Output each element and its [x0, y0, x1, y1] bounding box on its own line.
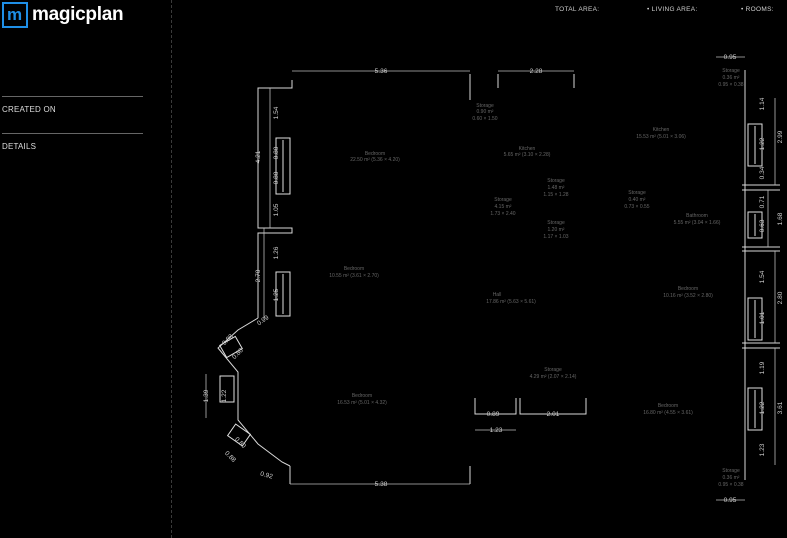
- room-labels[interactable]: Bedroom 22.50 m² (5.36 × 4.20) Storage 0…: [329, 68, 744, 488]
- dim-left-total-upper: 4.21: [255, 150, 262, 163]
- logo-letter: m: [7, 5, 23, 24]
- room-name: Kitchen: [653, 127, 670, 133]
- dim-left-total-lower: 2.70: [255, 269, 262, 282]
- dim-left-2: 0.80: [273, 146, 280, 159]
- dim-stair-b: 1.23: [490, 427, 503, 434]
- room-name: Storage: [722, 468, 740, 474]
- room-name: Bathroom: [686, 213, 708, 219]
- dim-right-1: 1.14: [759, 97, 766, 110]
- room-area: 22.50 m² (5.36 × 4.20): [350, 157, 400, 163]
- dim-bay-total: 1.39: [203, 389, 210, 402]
- dim-right-total-2: 1.68: [777, 212, 784, 225]
- room-area: 15.53 m² (5.01 × 3.06): [636, 134, 686, 140]
- dim-right-2: 1.22: [759, 137, 766, 150]
- dim-top-right: 0.95: [724, 54, 737, 61]
- room-dims: 0.60 × 1.50: [472, 116, 497, 122]
- windows: [219, 123, 763, 447]
- dim-right-7: 1.01: [759, 311, 766, 324]
- dim-right-8: 1.19: [759, 361, 766, 374]
- room-dims: 1.17 × 1.03: [543, 234, 568, 240]
- room-name: Storage: [494, 197, 512, 203]
- dim-left-6: 1.25: [273, 288, 280, 301]
- room-area: 4.29 m² (2.07 × 2.14): [530, 374, 577, 380]
- dim-right-total-3: 2.80: [777, 291, 784, 304]
- room-name: Storage: [547, 220, 565, 226]
- room-name: Storage: [547, 178, 565, 184]
- room-area: 5.65 m² (3.10 × 2.28): [504, 152, 551, 158]
- logo-text: magicplan: [32, 4, 124, 25]
- room-area: 5.55 m² (3.04 × 1.66): [674, 220, 721, 226]
- room-area: 0.40 m²: [629, 197, 646, 203]
- dim-left-3: 0.80: [273, 171, 280, 184]
- room-name: Bedroom: [352, 393, 372, 399]
- room-name: Bedroom: [344, 266, 364, 272]
- dim-right-10: 1.23: [759, 443, 766, 456]
- room-name: Kitchen: [519, 146, 536, 152]
- room-dims: 1.15 × 1.28: [543, 192, 568, 198]
- dim-diag-3: 0.80: [231, 347, 245, 361]
- details-label: DETAILS: [2, 142, 37, 151]
- room-area: 10.55 m² (3.61 × 2.70): [329, 273, 379, 279]
- room-dims: 0.73 × 0.55: [624, 204, 649, 210]
- dim-right-total-1: 2.99: [777, 130, 784, 143]
- room-area: 0.36 m²: [723, 475, 740, 481]
- dim-right-4: 0.71: [759, 195, 766, 208]
- room-area: 16.80 m² (4.55 × 3.61): [643, 410, 693, 416]
- dim-diag-4: 0.80: [233, 436, 247, 450]
- dim-left-1: 1.54: [273, 106, 280, 119]
- dim-diag-5: 0.88: [223, 450, 237, 464]
- dim-right-3: 0.34: [759, 166, 766, 179]
- room-area: 17.86 m² (5.63 × 5.61): [486, 299, 536, 305]
- dim-left-5: 1.26: [273, 246, 280, 259]
- created-on-section[interactable]: CREATED ON: [2, 96, 143, 114]
- dim-right-9: 1.22: [759, 401, 766, 414]
- dim-top-left: 5.36: [375, 68, 388, 75]
- room-dims: 0.95 × 0.38: [718, 82, 743, 88]
- room-name: Storage: [722, 68, 740, 74]
- walls: [217, 70, 780, 484]
- dim-top-mid: 2.28: [530, 68, 543, 75]
- details-section[interactable]: DETAILS: [2, 133, 143, 151]
- rooms-label: • ROOMS:: [741, 6, 774, 13]
- room-area: 1.48 m²: [548, 185, 565, 191]
- room-name: Storage: [476, 103, 494, 109]
- dim-left-4: 1.05: [273, 203, 280, 216]
- dim-bay-inner: 1.22: [221, 389, 228, 402]
- room-name: Hall: [493, 292, 502, 298]
- living-area-label: • LIVING AREA:: [647, 6, 698, 13]
- room-area: 4.15 m²: [495, 204, 512, 210]
- created-on-label: CREATED ON: [2, 105, 56, 114]
- dimension-lines: [205, 56, 776, 501]
- room-name: Bedroom: [678, 286, 698, 292]
- room-name: Storage: [544, 367, 562, 373]
- room-dims: 1.73 × 2.40: [490, 211, 515, 217]
- dim-right-6: 1.54: [759, 270, 766, 283]
- dim-stair-c: 2.01: [547, 411, 560, 418]
- room-area: 0.36 m²: [723, 75, 740, 81]
- room-area: 1.20 m²: [548, 227, 565, 233]
- room-dims: 0.95 × 0.38: [718, 482, 743, 488]
- room-name: Bedroom: [658, 403, 678, 409]
- room-area: 0.90 m²: [477, 109, 494, 115]
- dim-stair-a: 0.89: [487, 411, 500, 418]
- room-area: 10.16 m² (3.52 × 2.80): [663, 293, 713, 299]
- dim-bottom: 5.38: [375, 481, 388, 488]
- logo-mark-icon: m: [2, 2, 28, 28]
- magicplan-logo[interactable]: m magicplan: [2, 2, 124, 28]
- room-name: Bedroom: [365, 151, 385, 157]
- dim-right-total-4: 3.61: [777, 401, 784, 414]
- dim-right-5: 0.63: [759, 219, 766, 232]
- sidebar: m magicplan CREATED ON DETAILS: [0, 0, 172, 538]
- total-area-label: TOTAL AREA:: [555, 6, 600, 13]
- dim-bottom-right: 0.95: [724, 497, 737, 504]
- room-name: Storage: [628, 190, 646, 196]
- room-area: 16.53 m² (5.01 × 4.32): [337, 400, 387, 406]
- dim-diag-6: 0.92: [259, 471, 273, 481]
